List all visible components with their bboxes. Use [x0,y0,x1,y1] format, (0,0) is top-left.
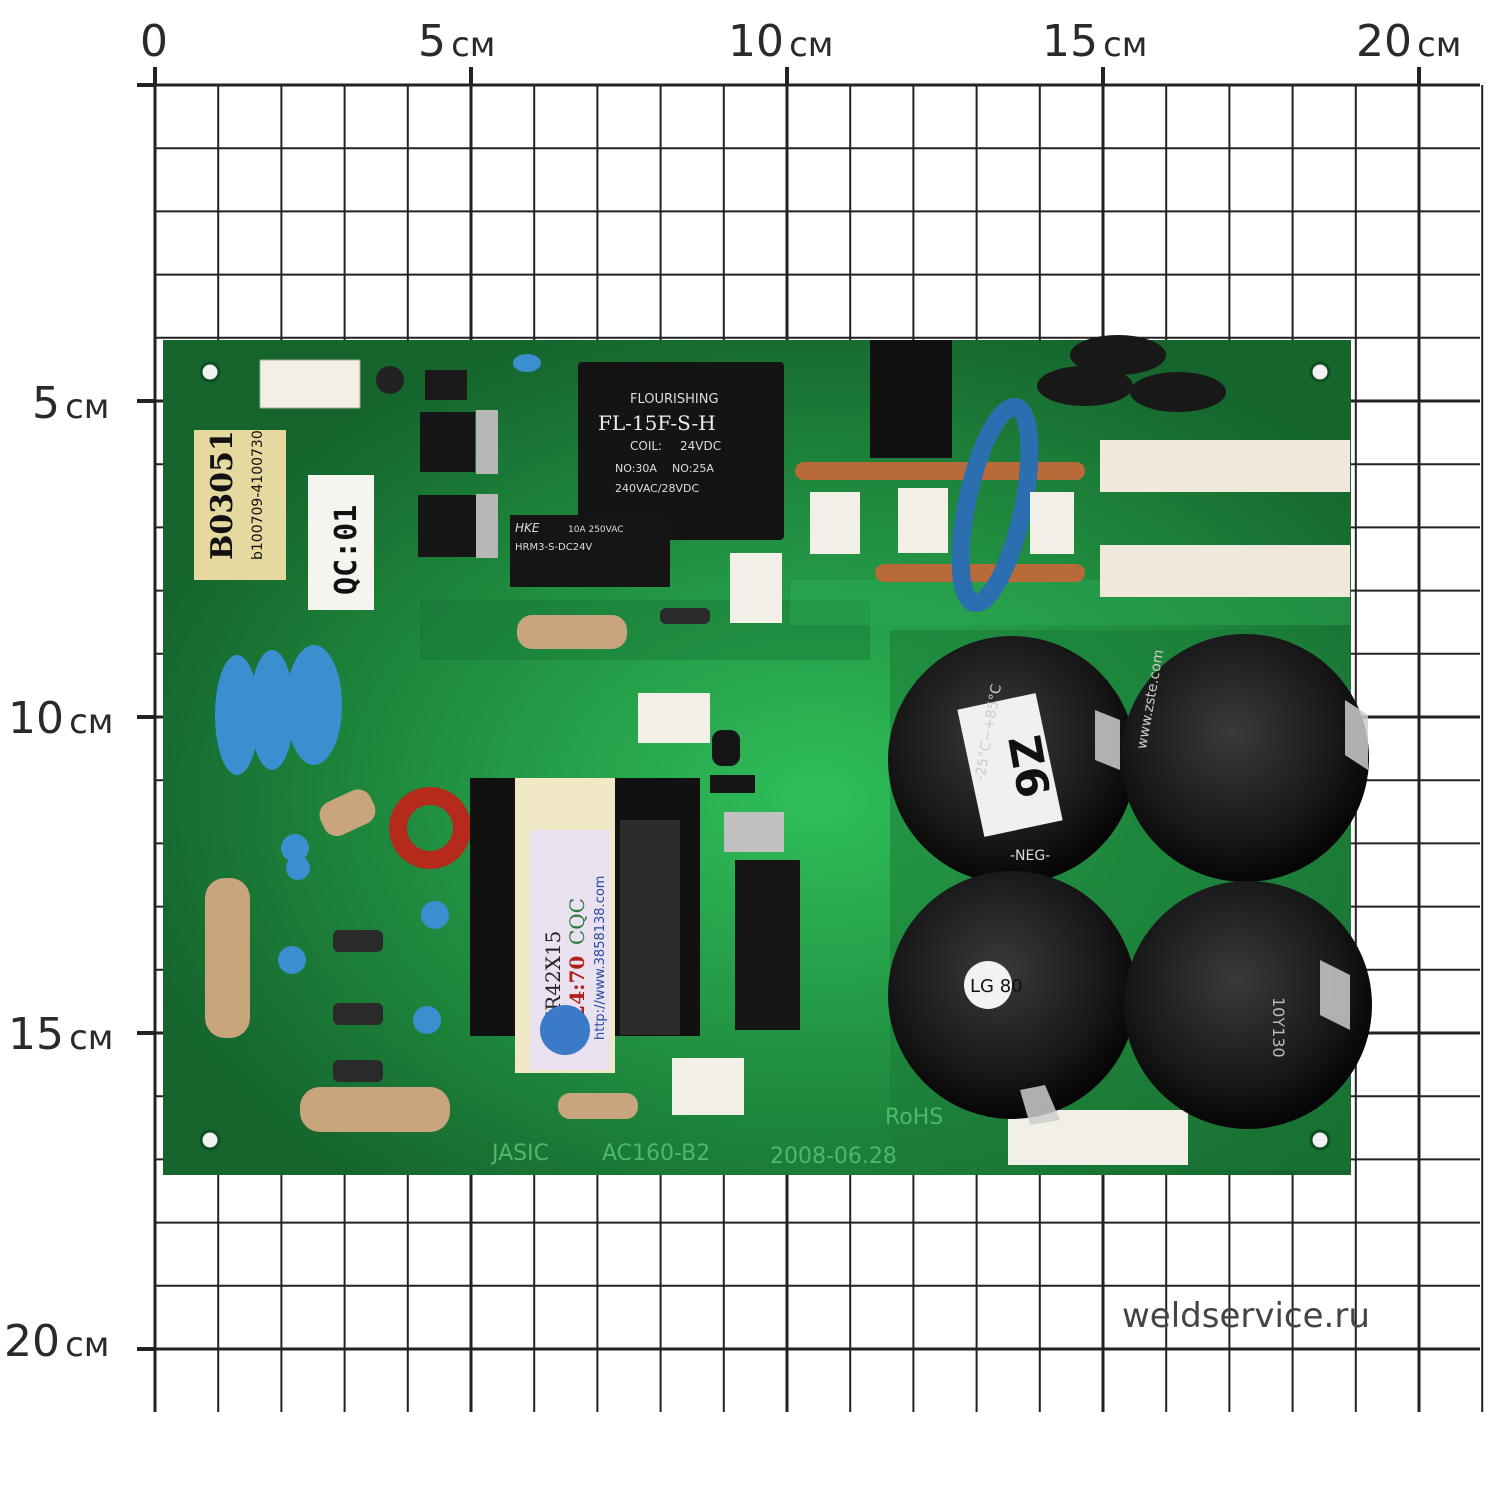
capacitor-mark: Z6 [997,731,1058,801]
transformer-url: http://www.3858138.com [593,876,608,1040]
small-relay-brand: HKE [515,521,540,535]
transformer-logo [540,1005,590,1055]
capacitor-lot: LG 80 [970,976,1023,997]
transformer: EER42X15 8:24:70 CQC http://www.3858138.… [470,778,700,1073]
x-label-0: 0 [140,16,168,67]
blue-ferrite-ring [951,398,1039,612]
silk-date: 2008-06.28 [770,1144,897,1169]
y-label-10: 10 см [8,693,114,744]
transformer-cert: CQC [565,898,589,945]
transistors [710,730,755,793]
x-label-5: 5 см [418,16,496,67]
connector-white [259,359,361,409]
relay-brand: FLOURISHING [630,392,719,407]
y-label-20: 20 см [4,1316,110,1367]
watermark-text: weldservice.ru [1122,1296,1370,1336]
connector-strip [1100,440,1350,492]
relay-no2: NO:25A [672,462,714,475]
blue-capacitors [215,354,541,1034]
main-relay: FLOURISHING FL-15F-S-H COIL: 24VDC NO:30… [578,362,784,540]
x-label-10: 10 см [728,16,834,67]
silkscreen: JASIC AC160-B2 2008-06.28 RoHS [490,1105,943,1169]
y-label-15: 15 см [8,1009,114,1060]
copper-bus-bar [875,564,1085,582]
relay-rating: 240VAC/28VDC [615,482,700,495]
small-relay-top: HKE HRM3-S-DC24V 10A 250VAC [510,515,670,587]
capacitor-code: 10Y130 [1269,997,1288,1058]
reed-sensor [870,340,952,458]
copper-bus-bar [795,462,1085,480]
y-label-5: 5 см [32,378,110,429]
relay-coil-voltage: 24VDC [680,439,721,453]
relay-model: FL-15F-S-H [598,411,716,435]
qc-sticker: QC:01 [308,475,374,610]
varistors [1037,335,1226,412]
voltage-regulators [376,366,498,558]
relay-coil: COIL: [630,439,662,453]
connector-strip [1100,545,1350,597]
relay-no1: NO:30A [615,462,657,475]
silk-brand: JASIC [490,1141,549,1166]
small-relay-rating: 10A 250VAC [568,525,624,535]
serial-text: B03051 [205,430,240,560]
capacitor-lot-sticker [964,961,1012,1009]
serial-subtext: b100709-4100730 [250,430,266,560]
capacitor-neg: -NEG- [1010,848,1050,864]
qc-text: QC:01 [329,505,364,595]
small-relay-bottom [724,812,800,1030]
serial-sticker: B03051 b100709-4100730 [194,430,286,580]
x-label-15: 15 см [1042,16,1148,67]
silk-rohs: RoHS [885,1105,943,1130]
small-relay-model: HRM3-S-DC24V [515,542,592,553]
x-label-20: 20 см [1356,16,1462,67]
electrolytic-capacitors: Z6 -NEG- -25°C~+85°C www.zste.com LG 80 … [888,634,1372,1129]
mounting-holes [199,361,1331,1151]
silk-model: AC160-B2 [602,1141,710,1166]
red-toroid-inductor [389,787,471,869]
capacitor-sticker [957,693,1063,837]
resistors [205,615,638,1132]
diodes [333,608,710,1082]
